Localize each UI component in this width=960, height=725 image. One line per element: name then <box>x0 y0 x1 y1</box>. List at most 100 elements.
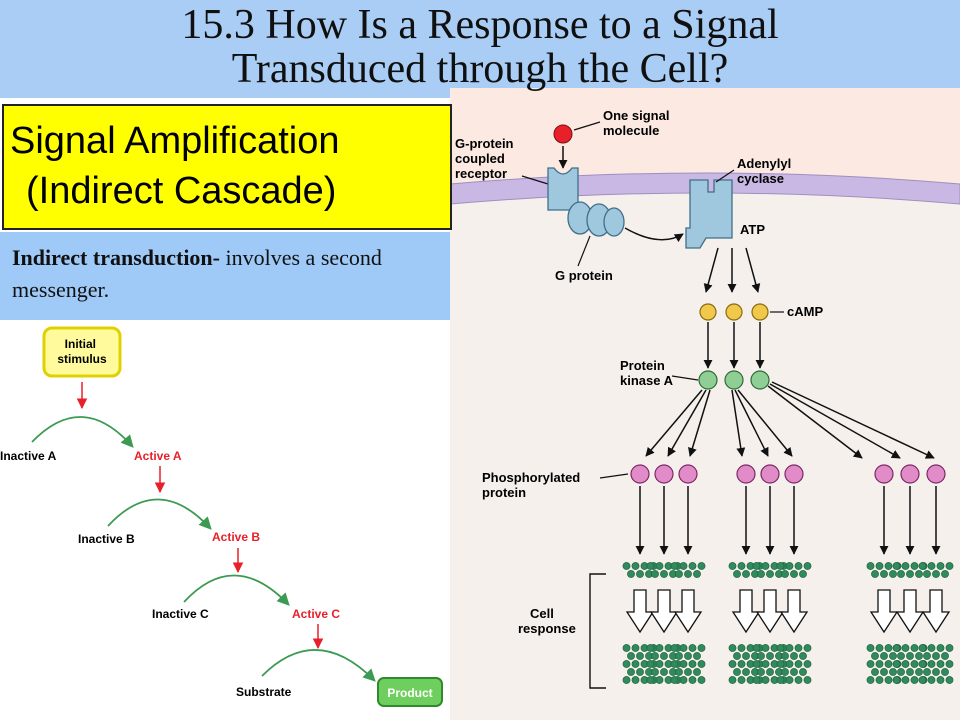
response-product-dot <box>697 660 706 668</box>
camp-molecule <box>751 303 769 321</box>
protein-kinase-a-label: Protein kinase A <box>620 358 674 388</box>
kinase-arrow <box>667 389 707 457</box>
response-product-dot <box>932 652 940 660</box>
inactive-a-label: Inactive A <box>0 449 57 463</box>
response-product-dot <box>688 676 697 684</box>
definition-body: involves a second messenger. <box>12 245 382 302</box>
kinase-arrow <box>731 389 746 457</box>
response-product-dot <box>693 570 701 578</box>
response-product-dot <box>892 562 901 570</box>
response-product-dot <box>651 652 659 660</box>
amplification-arrow <box>731 589 761 634</box>
protein-kinase-a-molecule <box>698 370 718 390</box>
adenylyl-cyclase-label: Adenylyl cyclase <box>737 156 795 186</box>
activation-curve-c <box>183 574 290 606</box>
signal-molecule-icon <box>553 124 573 144</box>
response-product-dot <box>910 676 919 684</box>
kinase-phosphorylation-arrows <box>645 381 935 459</box>
response-product-dot <box>631 562 640 570</box>
response-product-dot <box>918 644 927 652</box>
response-product-dot <box>679 644 688 652</box>
definition-note: Indirect transduction- involves a second… <box>0 232 450 320</box>
signal-amplification-callout: Signal Amplification (Indirect Cascade) <box>2 104 452 230</box>
kinase-arrow <box>645 389 703 457</box>
response-product-dot <box>776 562 785 570</box>
response-product-dot <box>875 660 884 668</box>
response-product-dot <box>901 660 910 668</box>
response-product-dot <box>897 570 905 578</box>
response-product-dot <box>923 652 931 660</box>
response-product-dot <box>945 562 954 570</box>
response-product-dot <box>945 660 954 668</box>
adenylyl-cyclase <box>685 179 733 249</box>
inactive-b-label: Inactive B <box>78 532 135 546</box>
response-product-dot <box>901 562 910 570</box>
response-product-dot <box>761 644 770 652</box>
generic-cascade-figure: Initial stimulus Inactive A Active A Ina… <box>0 320 450 720</box>
response-product-dot <box>655 660 664 668</box>
camp-molecule <box>699 303 717 321</box>
response-product-dot <box>884 562 893 570</box>
response-product-dot <box>889 570 897 578</box>
response-product-dot <box>892 644 901 652</box>
amplification-arrow <box>779 589 809 634</box>
response-product-dot <box>945 644 954 652</box>
cell-response-label: Cell response <box>518 606 576 636</box>
response-product-dot <box>794 660 803 668</box>
response-product-dot <box>660 652 668 660</box>
response-product-dot <box>794 676 803 684</box>
response-product-dot <box>918 660 927 668</box>
response-product-dot <box>766 668 774 676</box>
response-product-dot <box>927 644 936 652</box>
slide-title-line-1: 15.3 How Is a Response to a Signal <box>181 2 779 48</box>
response-product-dot <box>636 570 644 578</box>
response-product-dot <box>875 676 884 684</box>
response-product-dot <box>897 668 905 676</box>
phosphorylated-protein-label: Phosphorylated protein <box>482 470 584 500</box>
response-product-dot <box>866 562 875 570</box>
response-product-dot <box>631 676 640 684</box>
substrate-label: Substrate <box>236 685 292 699</box>
response-product-dot <box>761 676 770 684</box>
response-product-dot <box>945 676 954 684</box>
response-product-dot <box>897 652 905 660</box>
active-c-label: Active C <box>292 607 340 621</box>
response-product-dot <box>622 676 631 684</box>
response-product-dot <box>766 570 774 578</box>
response-product-dot <box>875 644 884 652</box>
response-product-dot <box>884 644 893 652</box>
response-product-dot <box>728 660 737 668</box>
response-product-dot <box>697 676 706 684</box>
response-product-dot <box>675 652 683 660</box>
response-product-dot <box>757 652 765 660</box>
response-product-dot <box>697 644 706 652</box>
response-product-dot <box>884 660 893 668</box>
response-product-dot <box>871 570 879 578</box>
response-product-dot <box>790 668 798 676</box>
slide-title: 15.3 How Is a Response to a Signal Trans… <box>0 3 960 91</box>
response-product-dot <box>651 668 659 676</box>
amplification-arrow <box>755 589 785 634</box>
response-product-dot <box>752 644 761 652</box>
response-product-dot <box>799 652 807 660</box>
response-product-dot <box>785 676 794 684</box>
amplification-arrow <box>921 589 951 634</box>
response-product-dot <box>679 660 688 668</box>
definition-term: Indirect transduction- <box>12 245 220 270</box>
response-product-dot <box>871 668 879 676</box>
response-product-dot <box>728 676 737 684</box>
signal-molecule-leader <box>573 121 601 131</box>
amplification-arrow <box>673 589 703 634</box>
response-product-dot <box>927 660 936 668</box>
kinase-arrow <box>769 383 901 459</box>
response-product-dot <box>901 676 910 684</box>
response-product-dot <box>733 668 741 676</box>
response-product-dot <box>742 570 750 578</box>
cell-response-bracket <box>589 573 606 689</box>
phosphorylated-protein <box>630 464 650 484</box>
gpcr-receptor <box>547 167 579 211</box>
amplification-arrow <box>625 589 655 634</box>
response-product-dot <box>776 660 785 668</box>
response-product-dot <box>901 644 910 652</box>
response-product-dot <box>688 644 697 652</box>
